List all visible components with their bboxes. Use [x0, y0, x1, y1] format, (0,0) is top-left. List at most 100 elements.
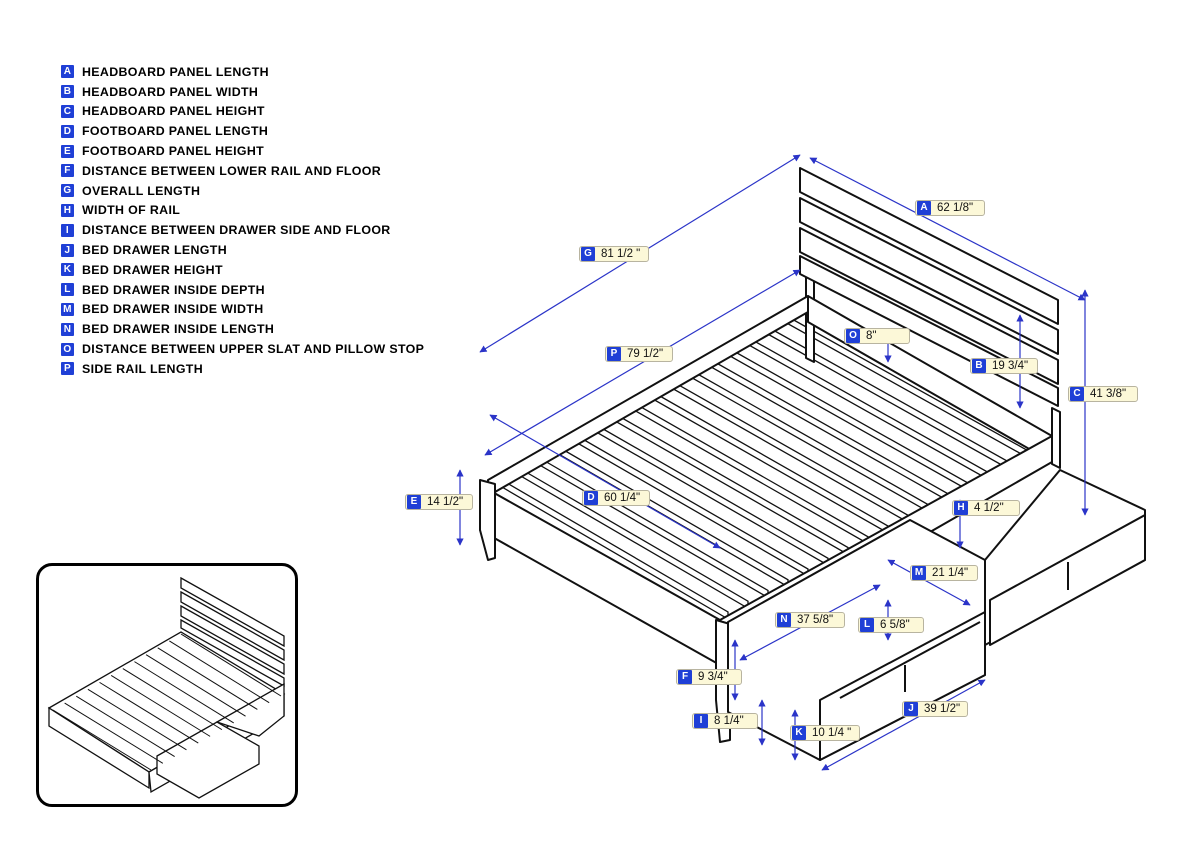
legend-key-badge: A [61, 65, 74, 79]
dimension-tag-o: O 8" [844, 328, 910, 344]
dimension-tag-i: I 8 1/4" [692, 713, 758, 729]
legend-label: DISTANCE BETWEEN UPPER SLAT AND PILLOW S… [82, 342, 425, 357]
dimension-value: 79 1/2" [627, 348, 664, 360]
legend-item-o: O DISTANCE BETWEEN UPPER SLAT AND PILLOW … [61, 339, 424, 359]
legend-item-c: C HEADBOARD PANEL HEIGHT [61, 102, 424, 122]
legend-key-badge: B [61, 85, 74, 99]
legend-item-b: B HEADBOARD PANEL WIDTH [61, 82, 424, 102]
dimension-value: 19 3/4" [992, 360, 1029, 372]
dimension-value: 10 1/4 " [812, 727, 852, 739]
legend-key-badge: L [61, 283, 74, 297]
dimension-key-badge: O [846, 329, 860, 343]
thumbnail-slat [76, 695, 175, 757]
dimension-key-badge: N [777, 613, 791, 627]
dimension-lines [456, 154, 1089, 771]
dimension-tag-h: H 4 1/2" [952, 500, 1020, 516]
legend-item-p: P SIDE RAIL LENGTH [61, 359, 424, 379]
dimension-key-badge: F [678, 670, 692, 684]
legend-key-badge: K [61, 263, 74, 277]
dimension-key-badge: M [912, 566, 926, 580]
dimension-key-badge: I [694, 714, 708, 728]
dimension-key-badge: E [407, 495, 421, 509]
thumbnail-slat [87, 688, 187, 751]
legend-item-j: J BED DRAWER LENGTH [61, 240, 424, 260]
legend-key-badge: I [61, 223, 74, 237]
dim-line-d [489, 414, 721, 549]
legend-key-badge: C [61, 104, 74, 118]
dimension-key-badge: D [584, 491, 598, 505]
dimension-tag-k: K 10 1/4 " [790, 725, 860, 741]
thumbnail-slat [180, 633, 282, 697]
dimension-tag-c: C 41 3/8" [1068, 386, 1138, 402]
dimension-value: 60 1/4" [604, 492, 641, 504]
thumbnail-slat [110, 675, 211, 737]
dimension-value: 21 1/4" [932, 567, 969, 579]
legend-label: HEADBOARD PANEL HEIGHT [82, 104, 265, 119]
dimension-key-badge: G [581, 247, 595, 261]
legend-label: FOOTBOARD PANEL LENGTH [82, 124, 269, 139]
legend-key-badge: O [61, 342, 74, 356]
legend-key-badge: M [61, 302, 74, 316]
legend-key-badge: H [61, 203, 74, 217]
dimension-key-badge: K [792, 726, 806, 740]
legend-label: FOOTBOARD PANEL HEIGHT [82, 144, 265, 159]
dimension-key-badge: H [954, 501, 968, 515]
dim-line-m [887, 559, 971, 606]
legend-label: HEADBOARD PANEL LENGTH [82, 64, 269, 79]
thumbnail-slat [145, 654, 246, 717]
legend-label: BED DRAWER INSIDE WIDTH [82, 302, 264, 317]
legend-key-badge: D [61, 124, 74, 138]
bed-thumbnail-image [47, 576, 286, 799]
thumbnail-slat [157, 647, 258, 710]
dimension-tag-l: L 6 5/8" [858, 617, 924, 633]
dimension-key-badge: P [607, 347, 621, 361]
dimension-value: 37 5/8" [797, 614, 834, 626]
dimension-tag-m: M 21 1/4" [910, 565, 978, 581]
legend-label: DISTANCE BETWEEN LOWER RAIL AND FLOOR [82, 163, 382, 178]
legend-label: BED DRAWER INSIDE DEPTH [82, 282, 265, 297]
dimension-value: 41 3/8" [1090, 388, 1127, 400]
legend-item-e: E FOOTBOARD PANEL HEIGHT [61, 141, 424, 161]
legend-key-badge: J [61, 243, 74, 257]
dimension-value: 6 5/8" [880, 619, 910, 631]
dimension-legend: A HEADBOARD PANEL LENGTH B HEADBOARD PANEL … [61, 62, 424, 379]
dimension-value: 62 1/8" [937, 202, 974, 214]
legend-item-l: L BED DRAWER INSIDE DEPTH [61, 280, 424, 300]
dimension-key-badge: J [904, 702, 918, 716]
bed-thumbnail-panel [36, 563, 298, 807]
thumbnail-slat [64, 702, 164, 764]
legend-item-d: D FOOTBOARD PANEL LENGTH [61, 121, 424, 141]
legend-item-h: H WIDTH OF RAIL [61, 201, 424, 221]
legend-key-badge: P [61, 362, 74, 376]
legend-label: SIDE RAIL LENGTH [82, 361, 204, 376]
legend-label: HEADBOARD PANEL WIDTH [82, 84, 259, 99]
dimension-key-badge: C [1070, 387, 1084, 401]
legend-label: OVERALL LENGTH [82, 183, 201, 198]
legend-item-k: K BED DRAWER HEIGHT [61, 260, 424, 280]
legend-label: BED DRAWER HEIGHT [82, 262, 223, 277]
dimension-value: 39 1/2" [924, 703, 961, 715]
dimension-value: 81 1/2 " [601, 248, 641, 260]
legend-label: BED DRAWER LENGTH [82, 243, 227, 258]
legend-label: WIDTH OF RAIL [82, 203, 181, 218]
dimension-key-badge: L [860, 618, 874, 632]
thumbnail-slat [52, 709, 152, 771]
dimension-value: 8 1/4" [714, 715, 744, 727]
thumbnail-slat [169, 640, 270, 704]
thumbnail-slat [134, 661, 234, 724]
legend-item-m: M BED DRAWER INSIDE WIDTH [61, 300, 424, 320]
dimension-tag-n: N 37 5/8" [775, 612, 845, 628]
dimension-tag-g: G 81 1/2 " [579, 246, 649, 262]
legend-key-badge: E [61, 144, 74, 158]
dimension-value: 4 1/2" [974, 502, 1004, 514]
dimension-tag-d: D 60 1/4" [582, 490, 650, 506]
legend-label: BED DRAWER INSIDE LENGTH [82, 322, 275, 337]
dimension-value: 8" [866, 330, 877, 342]
